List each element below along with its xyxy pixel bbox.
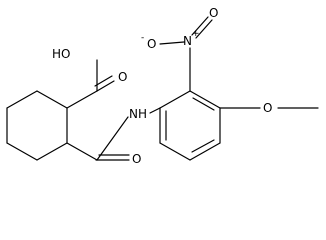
methoxy-oxygen-label: O (263, 101, 272, 115)
carboxyl-oh-label: HO (52, 47, 70, 61)
nitro-group (159, 16, 213, 92)
amide-oxygen-label: O (132, 152, 141, 166)
benzene-ring (159, 90, 221, 161)
nitro-nitrogen-charge: + (192, 29, 200, 39)
cyclohexane-ring (6, 90, 68, 161)
amide-group (66, 116, 130, 161)
nitro-oxygen-label: O (209, 6, 218, 20)
nh-ring-bond (149, 107, 161, 114)
nitro-oxygen-minus-charge: - (141, 33, 144, 43)
carboxylic-acid-group (66, 59, 115, 109)
molecule-structure: HO O O NH N + O - O O (6, 6, 319, 166)
amide-nh-label: NH (129, 107, 147, 121)
nitro-nitrogen-label: N (183, 34, 192, 48)
carboxyl-oxygen-label: O (118, 70, 127, 84)
nitro-oxygen-minus-label: O (147, 37, 156, 51)
